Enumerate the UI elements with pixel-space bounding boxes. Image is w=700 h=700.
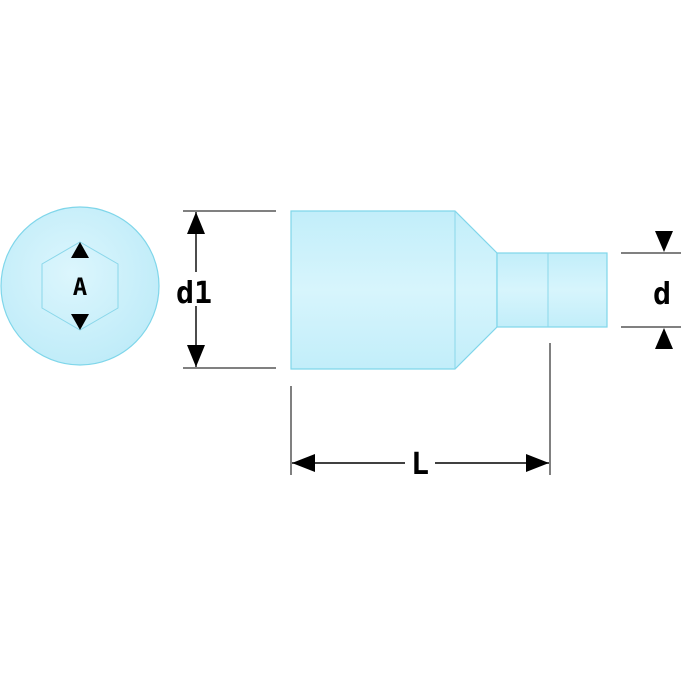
- side-view: [290, 210, 608, 370]
- hex-dimension-arrow-top: [71, 242, 89, 258]
- drive-diameter-dimension: d: [621, 231, 681, 349]
- d-arrow-top: [655, 231, 673, 252]
- body-diameter-dimension: d1: [175, 210, 276, 369]
- length-dimension: L: [290, 343, 551, 482]
- length-arrow-right: [526, 454, 549, 472]
- d1-arrow-bottom: [187, 345, 205, 367]
- d1-arrow-top: [187, 212, 205, 234]
- socket-face-circle: [0, 206, 160, 366]
- end-view: A: [0, 206, 160, 366]
- socket-body: [290, 210, 498, 370]
- d-arrow-bottom: [655, 328, 673, 349]
- drive-shank: [496, 252, 608, 328]
- drive-diameter-label: d: [653, 277, 671, 312]
- body-diameter-label: d1: [176, 276, 212, 311]
- length-label: L: [411, 447, 429, 482]
- hex-size-label: A: [73, 273, 88, 301]
- length-arrow-left: [292, 454, 315, 472]
- hex-dimension-arrow-bottom: [71, 314, 89, 330]
